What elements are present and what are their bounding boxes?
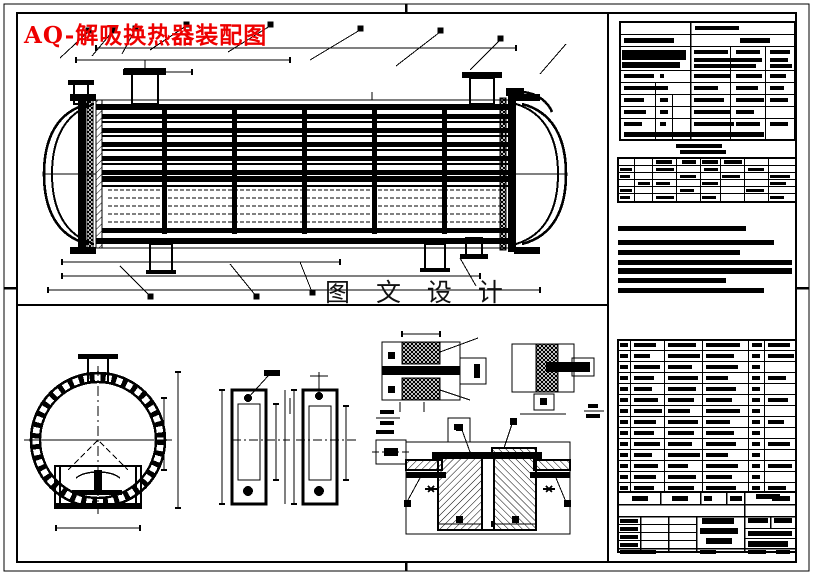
dimension-lines-top: [75, 45, 517, 75]
bill-of-materials-table: [617, 339, 797, 493]
nozzle-bottom-right: [460, 237, 488, 259]
nozzle-bottom-left: [146, 242, 176, 274]
main-longitudinal-section: [42, 21, 568, 300]
nozzle-top-right: [462, 72, 554, 113]
technical-notes-block: [618, 226, 792, 293]
nozzle-top-far-left: [68, 80, 94, 105]
nozzle-section-detail: [381, 331, 487, 412]
tubesheet-left-bolts: [86, 97, 94, 251]
detail-scale-marks: [376, 404, 604, 425]
drawing-title-block: [617, 491, 797, 554]
baffle-plate-detail-left: [219, 370, 290, 506]
technical-specification-table: [619, 21, 796, 148]
saddle-support: [53, 464, 143, 510]
nozzle-top-left: [124, 60, 166, 105]
dimension-lines-bottom: [47, 259, 541, 293]
end-view-dimensions: [55, 371, 181, 531]
parameter-table: [617, 150, 797, 203]
tube-hole-detail: [372, 430, 410, 465]
tubesheet-section-detail: [511, 343, 595, 415]
leader-lines: [59, 21, 567, 300]
end-elevation-view: [24, 354, 181, 531]
baffle-plate-detail-right: [284, 372, 356, 506]
baffle-plates: [162, 92, 447, 234]
sheet-frame: [3, 3, 810, 572]
page-title: AQ-解吸换热器装配图: [24, 22, 268, 49]
watermark-text: 图 文 设 计: [325, 278, 512, 307]
flange-joint-detail: [404, 417, 571, 535]
nozzle-bottom-center: [420, 242, 450, 272]
